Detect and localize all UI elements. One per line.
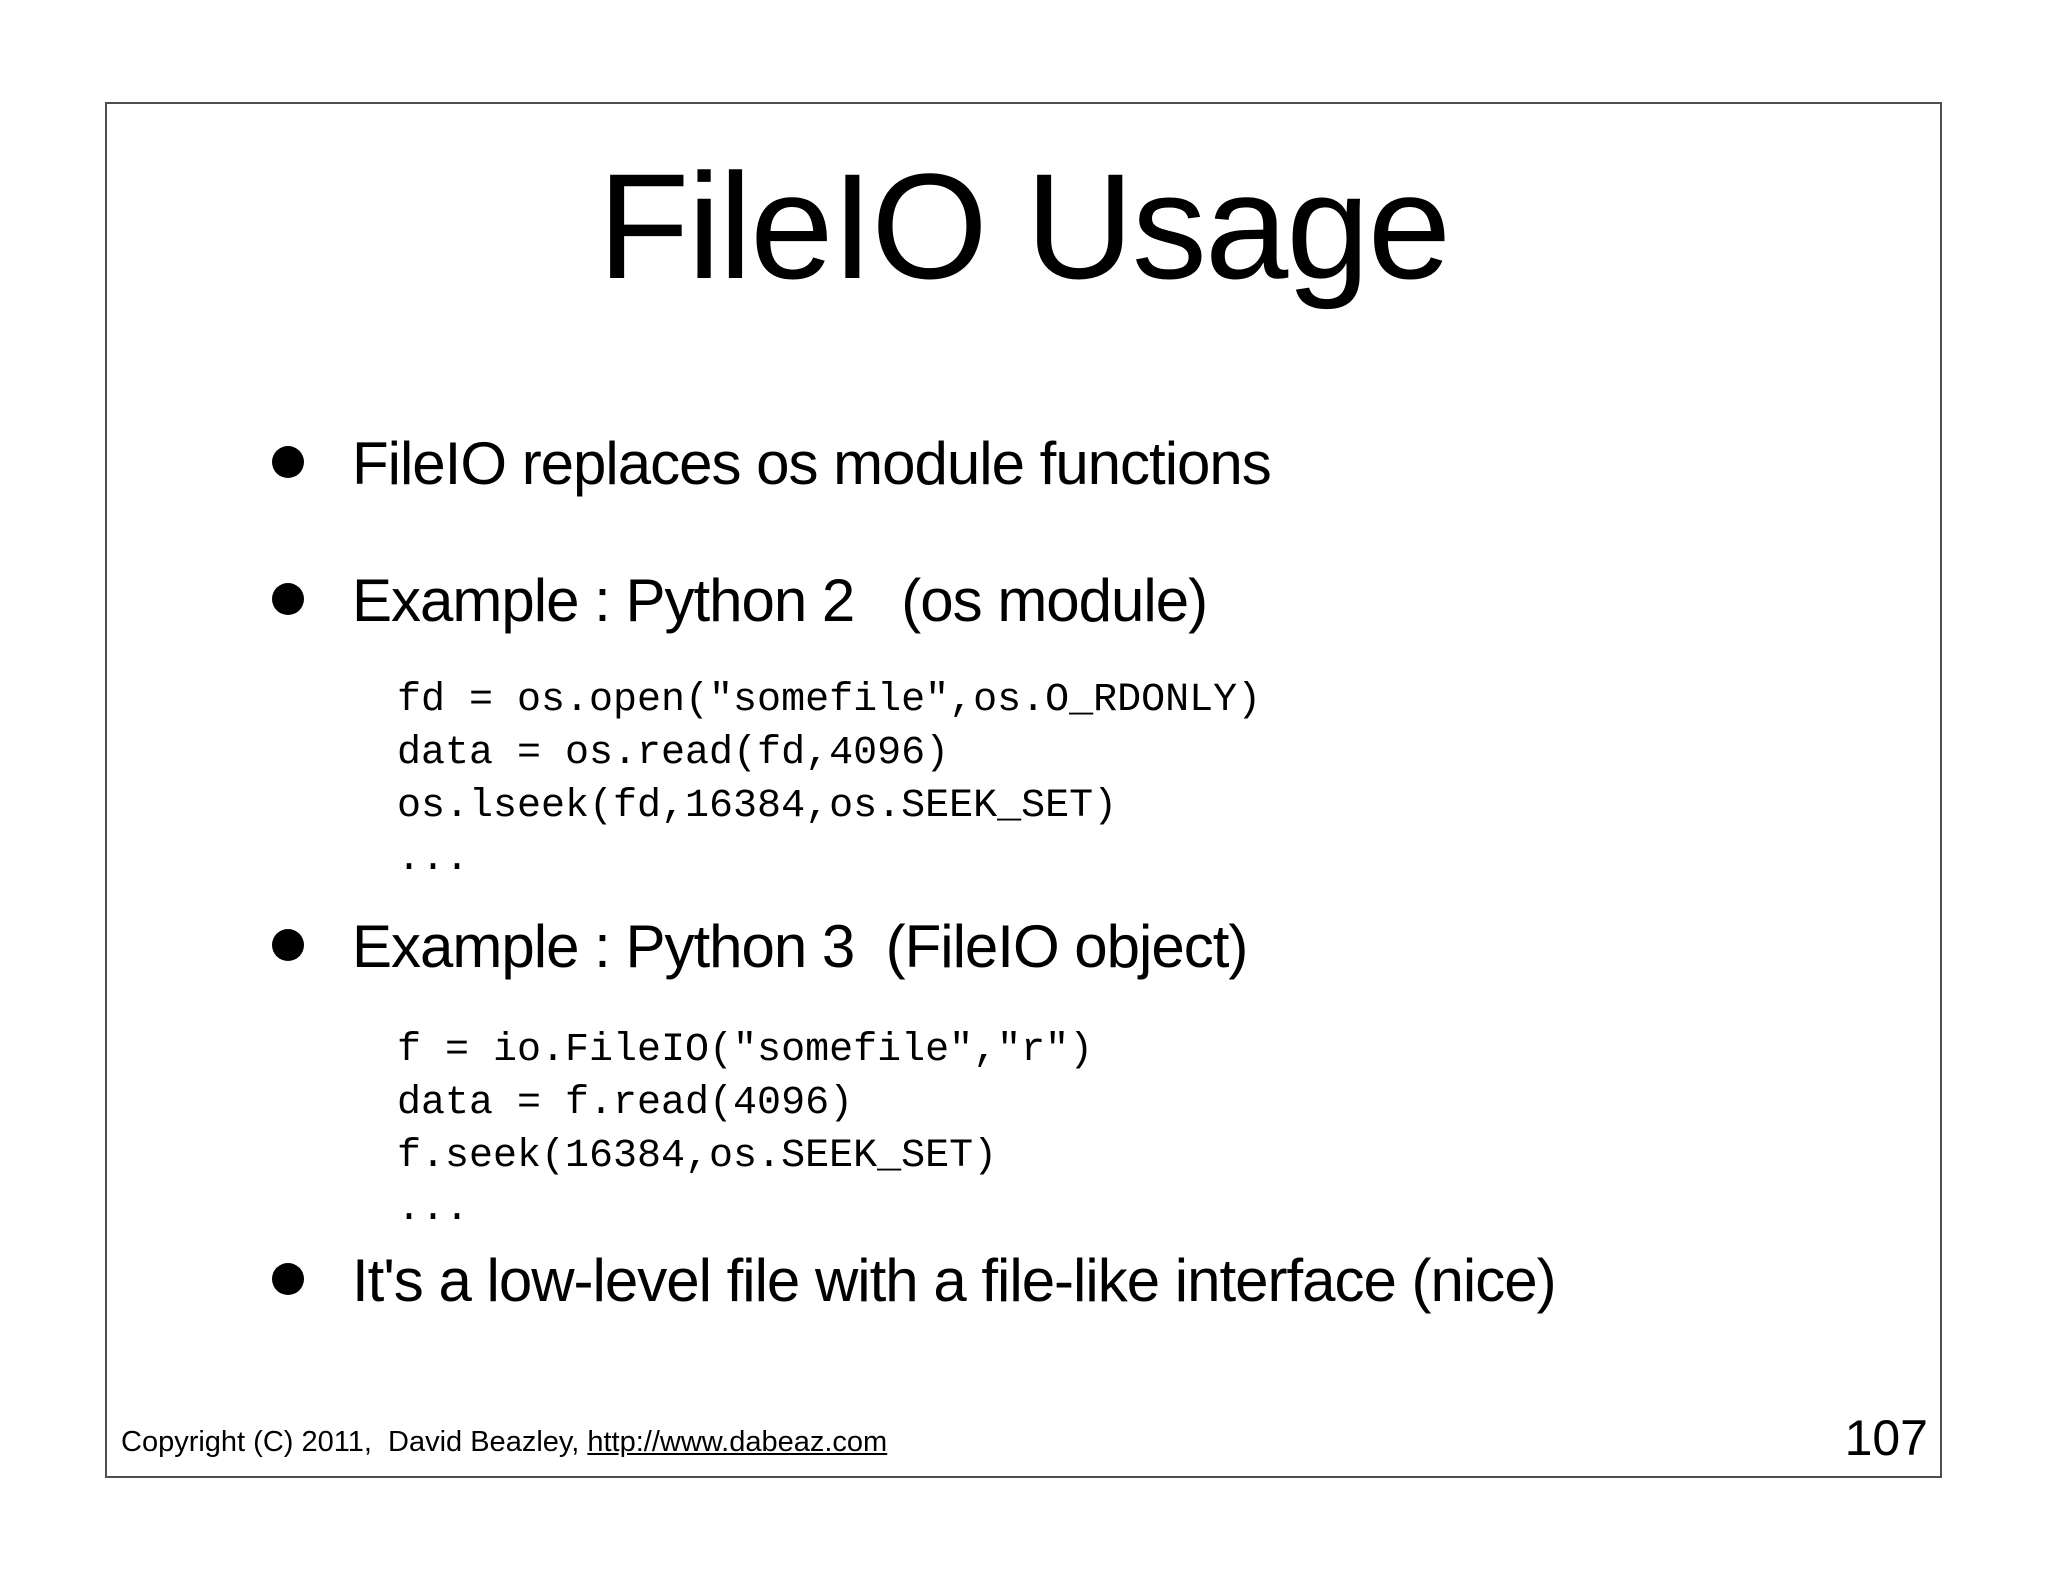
slide: FileIO Usage FileIO replaces os module f… bbox=[105, 102, 1942, 1478]
footer-link[interactable]: http://www.dabeaz.com bbox=[587, 1426, 888, 1458]
bullet-text: FileIO replaces os module functions bbox=[352, 430, 1272, 497]
code-block-python2: fd = os.open("somefile",os.O_RDONLY) dat… bbox=[397, 678, 1262, 882]
slide-title: FileIO Usage bbox=[597, 142, 1451, 310]
bullet-text: Example : Python 2 (os module) bbox=[352, 567, 1208, 634]
bullet-text: Example : Python 3 (FileIO object) bbox=[352, 913, 1248, 980]
bullet-icon bbox=[272, 583, 304, 615]
copyright-text: Copyright (C) 2011, David Beazley, bbox=[121, 1426, 588, 1458]
bullet-icon bbox=[272, 446, 304, 478]
bullet-item-low-level-file: It's a low-level file with a file-like i… bbox=[272, 1244, 1920, 1318]
code-block-python3: f = io.FileIO("somefile","r") data = f.r… bbox=[397, 1028, 1094, 1232]
bullet-item-example-python3: Example : Python 3 (FileIO object) bbox=[272, 910, 1920, 984]
bullet-icon bbox=[272, 1263, 304, 1295]
bullet-icon bbox=[272, 929, 304, 961]
page-number: 107 bbox=[1844, 1410, 1928, 1466]
bullet-item-fileio-replaces: FileIO replaces os module functions bbox=[272, 427, 1920, 501]
bullet-item-example-python2: Example : Python 2 (os module) bbox=[272, 564, 1920, 638]
slide-footer: Copyright (C) 2011, David Beazley, http:… bbox=[121, 1424, 887, 1460]
bullet-text: It's a low-level file with a file-like i… bbox=[352, 1247, 1557, 1314]
